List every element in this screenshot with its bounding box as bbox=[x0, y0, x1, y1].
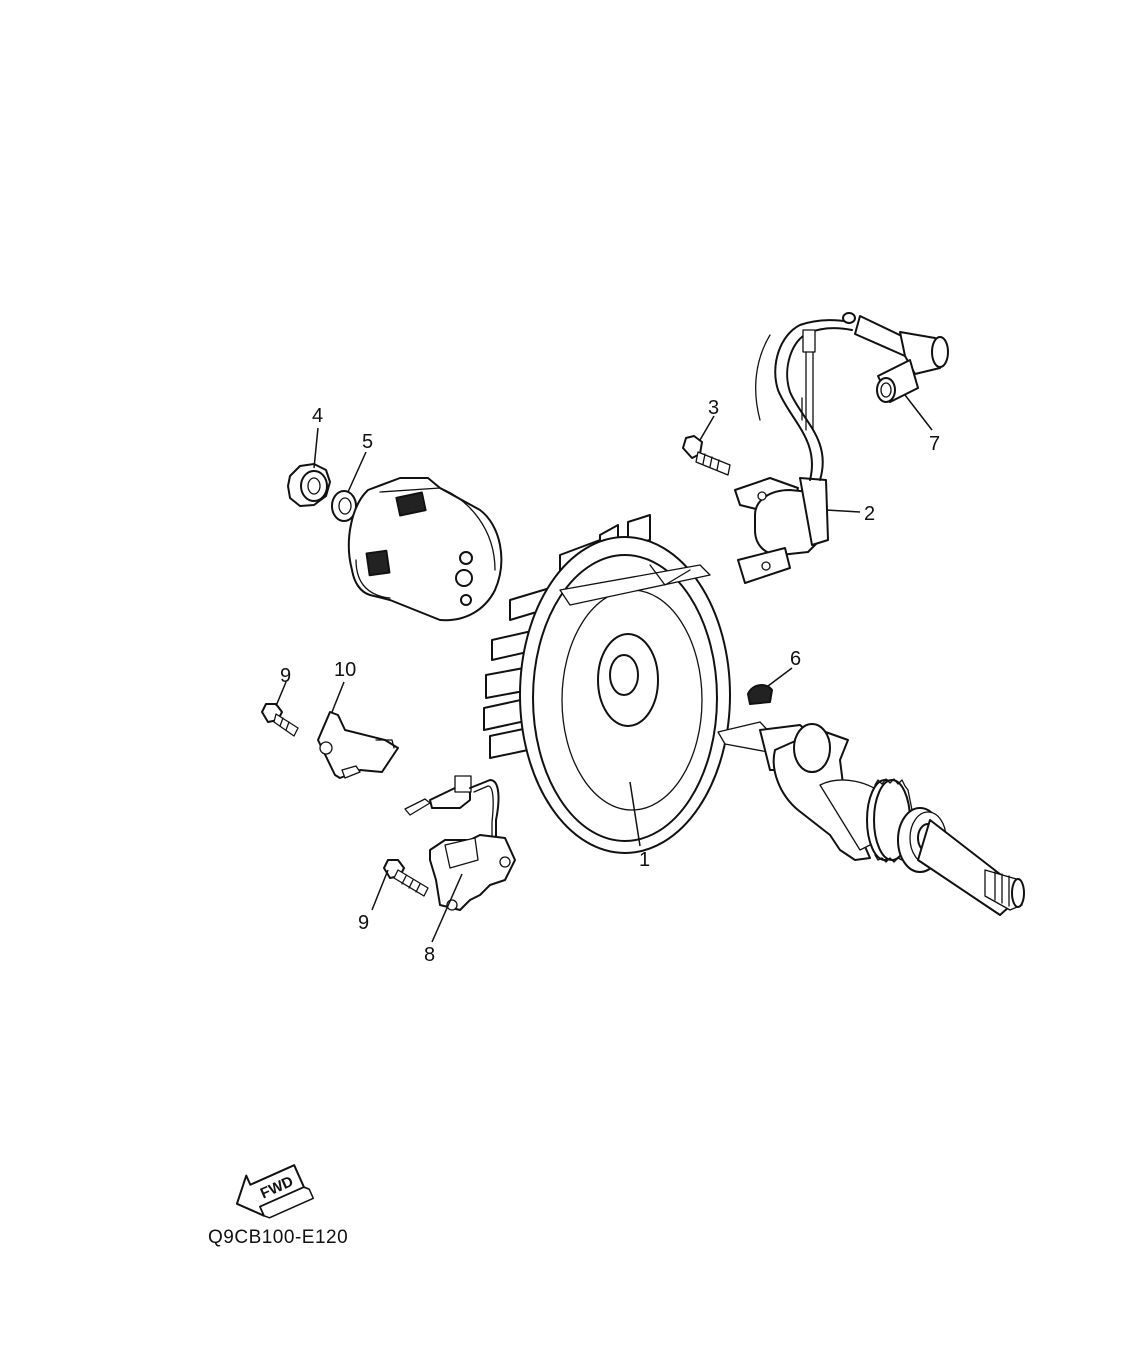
callout-4: 4 bbox=[312, 405, 323, 427]
leader-lines bbox=[275, 394, 933, 943]
callout-9-upper: 9 bbox=[280, 665, 291, 687]
bolt-part-9-lower bbox=[383, 859, 429, 897]
bracket-part-10 bbox=[317, 711, 399, 779]
plug-cap-part-7 bbox=[854, 315, 949, 403]
callout-1: 1 bbox=[639, 849, 650, 871]
diagram-reference-code: Q9CB100-E120 bbox=[208, 1227, 349, 1248]
callout-5: 5 bbox=[362, 431, 373, 453]
callout-6: 6 bbox=[790, 648, 801, 670]
callout-labels: 1 2 3 4 5 6 7 8 9 9 10 bbox=[280, 397, 940, 966]
callout-9-lower: 9 bbox=[358, 912, 369, 934]
callout-8: 8 bbox=[424, 944, 435, 966]
starter-pulley-cup bbox=[347, 477, 503, 622]
crankshaft bbox=[717, 721, 1025, 916]
callout-10: 10 bbox=[334, 659, 356, 681]
callout-7: 7 bbox=[929, 433, 940, 455]
bolt-part-3 bbox=[682, 435, 731, 476]
fwd-arrow-icon: FWD bbox=[235, 1164, 315, 1219]
bolt-part-9-upper bbox=[261, 703, 299, 737]
callout-2: 2 bbox=[864, 503, 875, 525]
callout-3: 3 bbox=[708, 397, 719, 419]
woodruff-key-part-6 bbox=[747, 684, 773, 705]
ignition-coil-part-2 bbox=[734, 312, 856, 584]
nut-part-4 bbox=[287, 463, 331, 507]
flywheel-part-1 bbox=[483, 514, 731, 854]
